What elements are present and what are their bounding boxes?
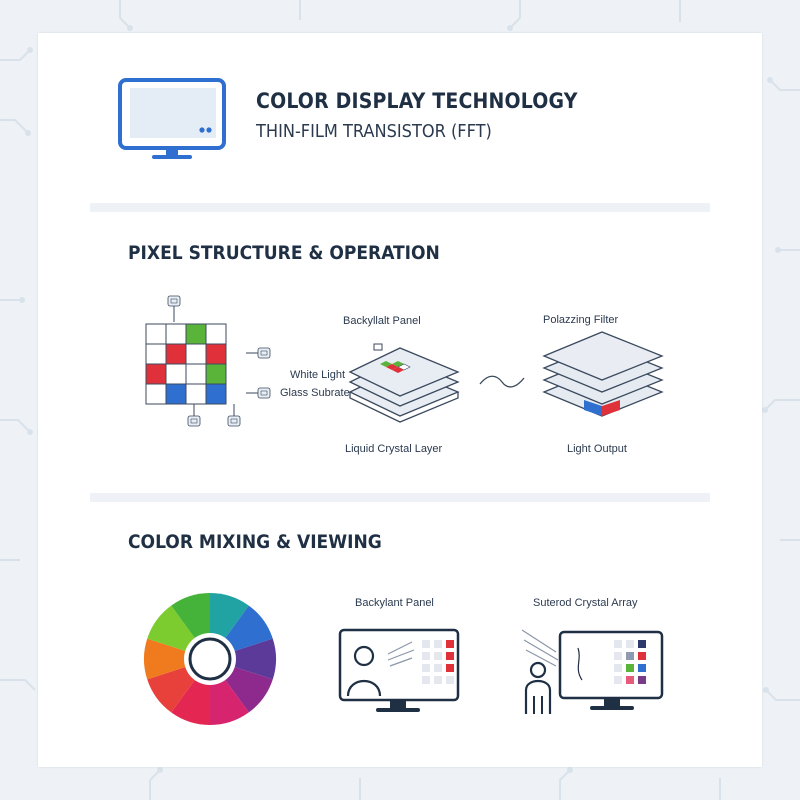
pixel-grid-diagram [145,295,271,427]
backlight-stack [348,343,460,423]
label-backlight-panel-2: Backylant Panel [355,597,434,609]
wheel-center [184,633,236,685]
pixel-cell [185,363,207,385]
divider-middle [90,493,710,502]
section-heading-mixing: COLOR MIXING & VIEWING [128,531,382,553]
label-liquid-crystal-layer: Liquid Crystal Layer [345,443,443,455]
transistor-icon [257,387,271,399]
pixel-cell [165,383,187,405]
pixel-cell [205,363,227,385]
pixel-cell [165,363,187,385]
pixel-cell [145,343,167,365]
divider-top [90,203,710,212]
wheel-segment [144,638,210,680]
color-wheel [144,593,276,725]
transistor-icon [167,295,181,307]
monitor-viewer-illustration [338,628,460,712]
label-light-output: Light Output [567,443,627,455]
polarizing-stack [542,331,664,417]
pixel-cell [165,343,187,365]
transistor-icon [187,415,201,427]
page-title: COLOR DISPLAY TECHNOLOGY [256,89,578,113]
pixel-cell [205,343,227,365]
label-glass-substrate: Glass Subrate [280,387,350,399]
page-subtitle: THIN-FILM TRANSISTOR (FFT) [256,121,492,142]
monitor-icon [118,78,226,159]
pixel-cell [145,363,167,385]
pixel-cell [165,323,187,345]
pixel-cell [185,343,207,365]
crystal-array-illustration [521,629,664,714]
transistor-icon [227,415,241,427]
label-white-light: White Light [290,369,346,381]
pixel-cell [185,323,207,345]
pixel-cell [145,383,167,405]
light-wave-arrow [479,375,525,388]
label-polarizing-filter: Polazzing Filter [543,314,619,326]
label-backlight-panel: Backyllalt Panel [343,315,421,327]
pixel-cell [205,383,227,405]
pixel-cell [185,383,207,405]
pixel-cell [205,323,227,345]
section-heading-pixel: PIXEL STRUCTURE & OPERATION [128,242,440,264]
pixel-cell [145,323,167,345]
label-crystal-array: Suterod Crystal Array [533,597,638,609]
wheel-segment [210,638,276,680]
transistor-icon [257,347,271,359]
